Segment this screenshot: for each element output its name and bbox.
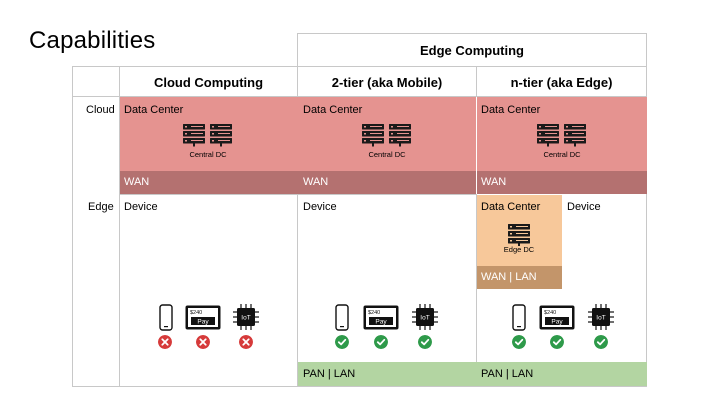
check-circle-icon: [418, 335, 432, 349]
server-rack-icon: [508, 224, 530, 246]
pay-label: Pay: [197, 319, 209, 326]
wan-lan-band: WAN | LAN: [477, 266, 562, 289]
device-label: Device: [567, 201, 601, 213]
server-rack-icon: [183, 124, 232, 147]
pos-terminal-icon: $240 Pay: [185, 305, 221, 330]
row-label-cloud: Cloud: [86, 104, 115, 116]
edge-computing-header: Edge Computing: [297, 33, 647, 67]
cloud-dc-band-n-tier: [477, 97, 647, 171]
row-label-column: [72, 96, 120, 387]
wan-band-n-tier: WAN: [477, 171, 647, 194]
iot-label: IoT: [241, 315, 250, 322]
pay-label: Pay: [551, 319, 563, 326]
col-header-n-tier: n-tier (aka Edge): [476, 66, 647, 97]
device-label: Device: [124, 201, 158, 213]
x-circle-icon: [239, 335, 253, 349]
wan-band-two-tier: WAN: [298, 171, 476, 194]
data-center-label: Data Center: [124, 104, 184, 116]
edge-dc-label: Edge DC: [503, 245, 535, 254]
edge-data-center-label: Data Center: [481, 201, 541, 213]
edge-cell-two-tier: [297, 194, 477, 387]
central-dc-label: Central DC: [368, 150, 406, 159]
x-circle-icon: [158, 335, 172, 349]
iot-label: IoT: [596, 315, 605, 322]
pan-lan-label: PAN | LAN: [481, 368, 534, 380]
iot-label: IoT: [420, 315, 429, 322]
chip-icon: IoT: [588, 304, 614, 330]
n-tier-label: n-tier (aka Edge): [510, 75, 613, 90]
data-center-label: Data Center: [481, 104, 541, 116]
edge-computing-label: Edge Computing: [420, 43, 524, 58]
cloud-computing-label: Cloud Computing: [153, 75, 264, 90]
smartphone-icon: [159, 304, 173, 331]
server-rack-icon: [537, 124, 586, 147]
col-header-cloud: Cloud Computing: [119, 66, 298, 97]
edge-dc-box: [477, 195, 562, 266]
row-label-edge: Edge: [88, 201, 114, 213]
pay-amount: $240: [544, 310, 556, 316]
pan-lan-band: [298, 362, 647, 386]
pay-amount: $240: [190, 310, 202, 316]
central-dc-label: Central DC: [189, 150, 227, 159]
smartphone-icon: [335, 304, 349, 331]
pay-label: Pay: [375, 319, 387, 326]
chip-icon: IoT: [412, 304, 438, 330]
page-title: Capabilities: [29, 27, 156, 54]
check-circle-icon: [512, 335, 526, 349]
wan-label: WAN: [303, 176, 329, 188]
cloud-dc-band-cloud: [120, 97, 298, 171]
check-circle-icon: [335, 335, 349, 349]
edge-cell-cloud: [119, 194, 298, 387]
cloud-dc-band-two-tier: [298, 97, 476, 171]
check-circle-icon: [374, 335, 388, 349]
wan-band-cloud: WAN: [120, 171, 298, 194]
wan-label: WAN: [124, 176, 150, 188]
device-label: Device: [303, 201, 337, 213]
pos-terminal-icon: $240 Pay: [363, 305, 399, 330]
two-tier-label: 2-tier (aka Mobile): [331, 75, 443, 90]
pan-lan-label: PAN | LAN: [303, 368, 356, 380]
wan-label: WAN: [481, 176, 507, 188]
check-circle-icon: [594, 335, 608, 349]
check-circle-icon: [550, 335, 564, 349]
wan-lan-label: WAN | LAN: [481, 271, 537, 283]
pay-amount: $240: [368, 310, 380, 316]
x-circle-icon: [196, 335, 210, 349]
col-header-two-tier: 2-tier (aka Mobile): [297, 66, 477, 97]
data-center-label: Data Center: [303, 104, 363, 116]
smartphone-icon: [512, 304, 526, 331]
chip-icon: IoT: [233, 304, 259, 330]
pos-terminal-icon: $240 Pay: [539, 305, 575, 330]
server-rack-icon: [362, 124, 411, 147]
central-dc-label: Central DC: [543, 150, 581, 159]
